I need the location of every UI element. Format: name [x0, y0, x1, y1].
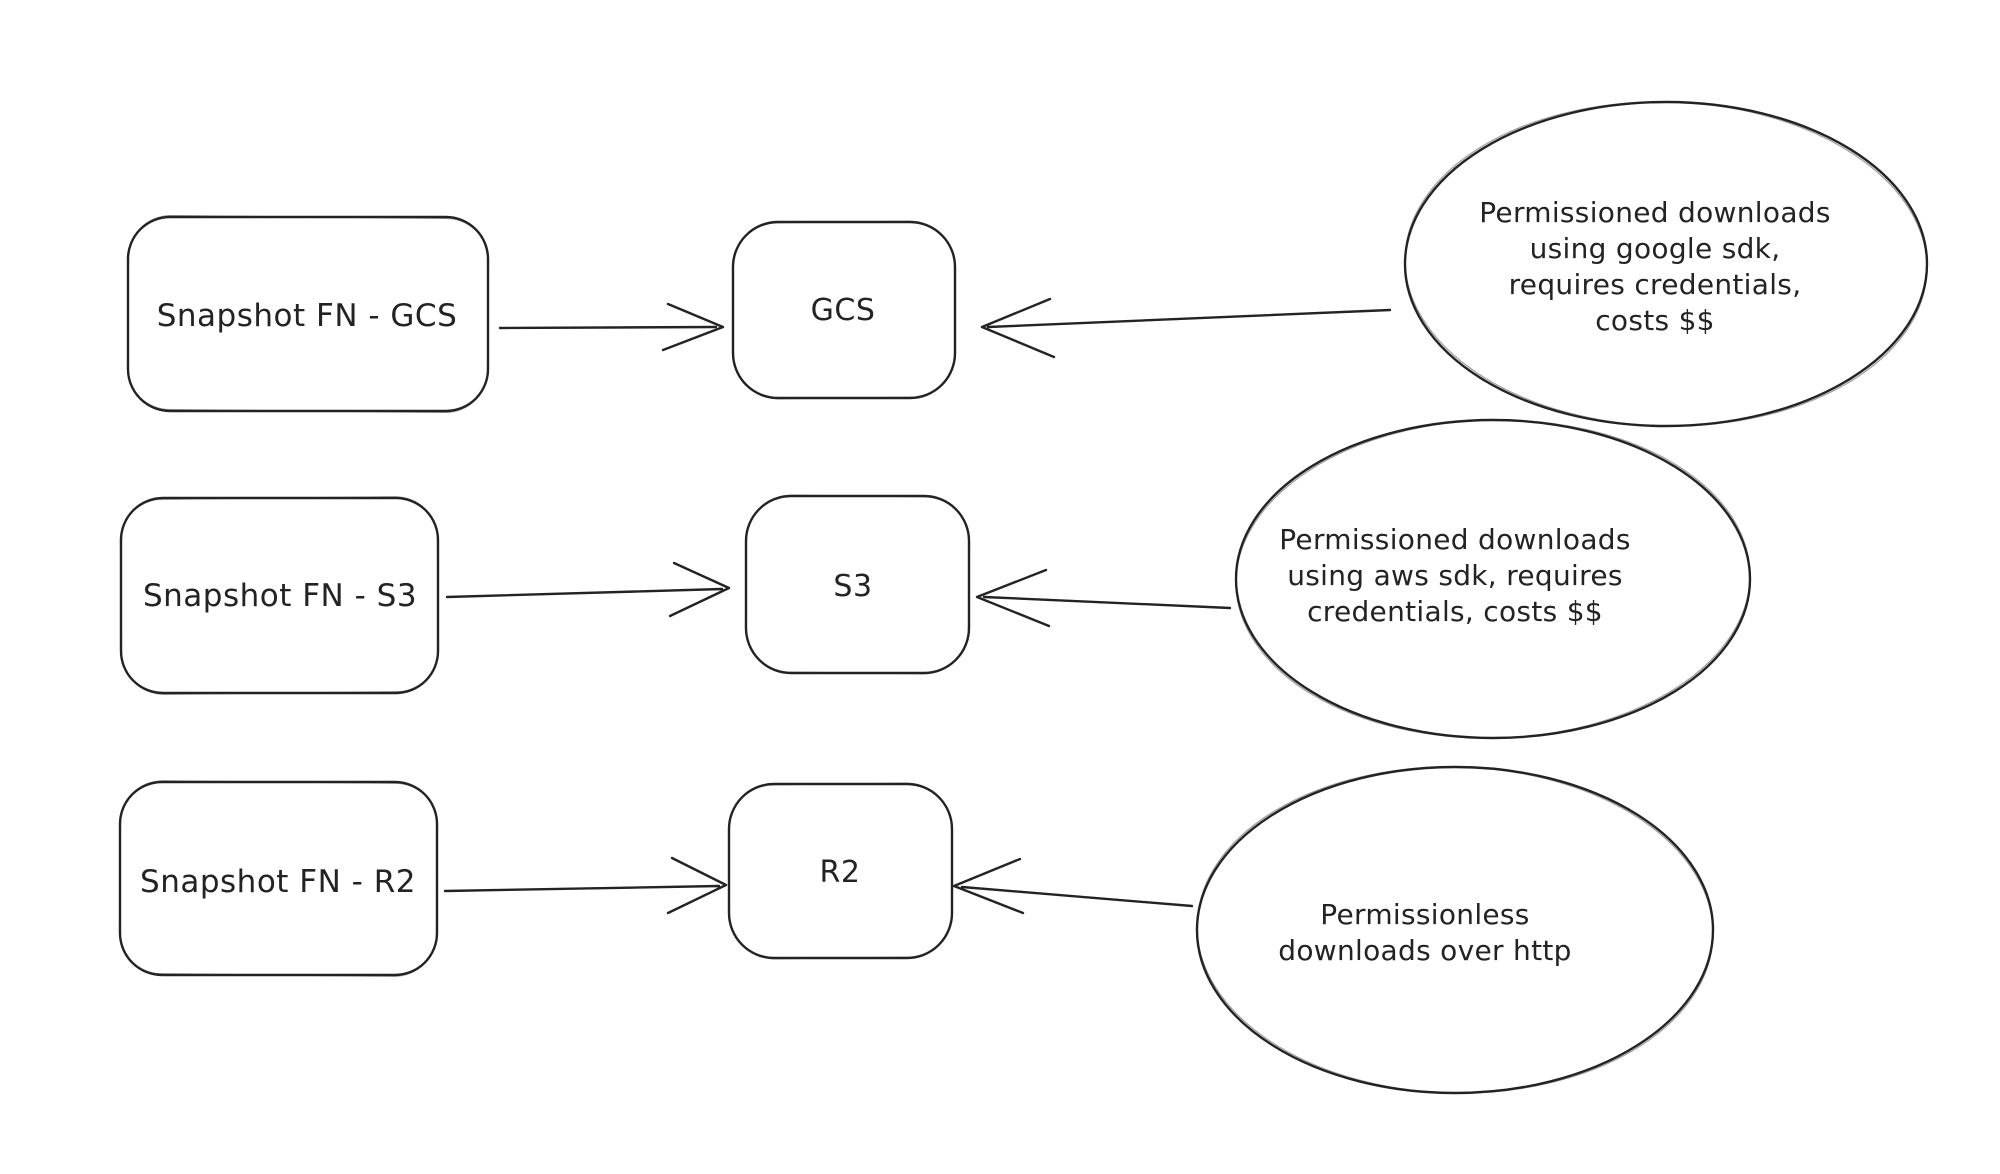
- arrow-snapshot-s3-to-s3: [445, 561, 731, 618]
- note-ellipse-r2: Permissionless downloads over http: [1195, 765, 1715, 1095]
- node-gcs-shape: [731, 220, 957, 400]
- node-r2-label: R2: [820, 855, 861, 890]
- arrow-note-gcs-to-gcs: [980, 297, 1392, 359]
- node-snapshot-fn-gcs-sketch-stroke: [126, 214, 490, 414]
- node-snapshot-fn-r2-shape: [118, 780, 439, 977]
- note-gcs-line: Permissioned downloads: [1479, 196, 1831, 229]
- arrow-snapshot-r2-to-r2: [443, 856, 728, 915]
- note-s3-line: credentials, costs $$: [1307, 595, 1603, 628]
- arrow-note-r2-to-r2: [952, 857, 1194, 915]
- arrow-shaft: [443, 856, 728, 915]
- arrow-shaft: [952, 857, 1194, 915]
- node-gcs-sketch-stroke: [731, 220, 957, 400]
- note-s3-line: Permissioned downloads: [1279, 523, 1631, 556]
- node-snapshot-fn-r2-label: Snapshot FN - R2: [140, 864, 416, 900]
- arrow-shaft: [498, 302, 725, 352]
- node-snapshot-fn-r2-sketch-stroke: [118, 780, 439, 977]
- note-ellipse-gcs-sketch-stroke: [1404, 101, 1928, 427]
- note-ellipse-s3-shape: [1234, 418, 1752, 740]
- node-r2-shape: [727, 782, 954, 960]
- note-ellipse-s3-sketch-stroke: [1235, 419, 1751, 739]
- node-s3-label: S3: [833, 569, 872, 604]
- note-r2-line: downloads over http: [1278, 934, 1571, 967]
- node-snapshot-fn-s3-label: Snapshot FN - S3: [143, 578, 417, 614]
- note-gcs-line: costs $$: [1595, 304, 1715, 337]
- node-snapshot-fn-r2: Snapshot FN - R2: [118, 780, 439, 977]
- node-snapshot-fn-s3-sketch-stroke: [119, 496, 440, 695]
- note-ellipse-gcs: Permissioned downloads using google sdk,…: [1403, 100, 1929, 428]
- node-gcs: GCS: [731, 220, 957, 400]
- node-snapshot-fn-gcs-shape: [126, 215, 490, 413]
- node-gcs-label: GCS: [811, 293, 876, 328]
- arrow-note-s3-to-s3: [975, 568, 1232, 628]
- note-r2-line: Permissionless: [1320, 898, 1529, 931]
- note-s3-line: using aws sdk, requires: [1287, 559, 1623, 592]
- arrow-shaft: [445, 561, 731, 618]
- node-s3: S3: [744, 494, 971, 675]
- node-r2: R2: [727, 782, 954, 960]
- note-ellipse-gcs-shape: [1403, 100, 1929, 428]
- arrow-shaft: [975, 568, 1232, 628]
- node-s3-sketch-stroke: [744, 494, 971, 675]
- node-snapshot-fn-s3: Snapshot FN - S3: [119, 496, 440, 695]
- node-snapshot-fn-s3-shape: [119, 496, 440, 695]
- node-s3-shape: [744, 494, 971, 675]
- note-gcs-line: using google sdk,: [1530, 232, 1781, 265]
- node-snapshot-fn-gcs: Snapshot FN - GCS: [126, 214, 490, 414]
- node-snapshot-fn-gcs-label: Snapshot FN - GCS: [157, 298, 458, 334]
- node-r2-sketch-stroke: [727, 782, 954, 960]
- arrow-shaft: [980, 297, 1392, 359]
- note-ellipse-r2-shape: [1195, 765, 1715, 1095]
- note-ellipse-r2-sketch-stroke: [1196, 766, 1714, 1094]
- note-gcs-line: requires credentials,: [1509, 268, 1802, 301]
- arrow-snapshot-gcs-to-gcs: [498, 302, 725, 352]
- note-ellipse-s3: Permissioned downloads using aws sdk, re…: [1234, 418, 1752, 740]
